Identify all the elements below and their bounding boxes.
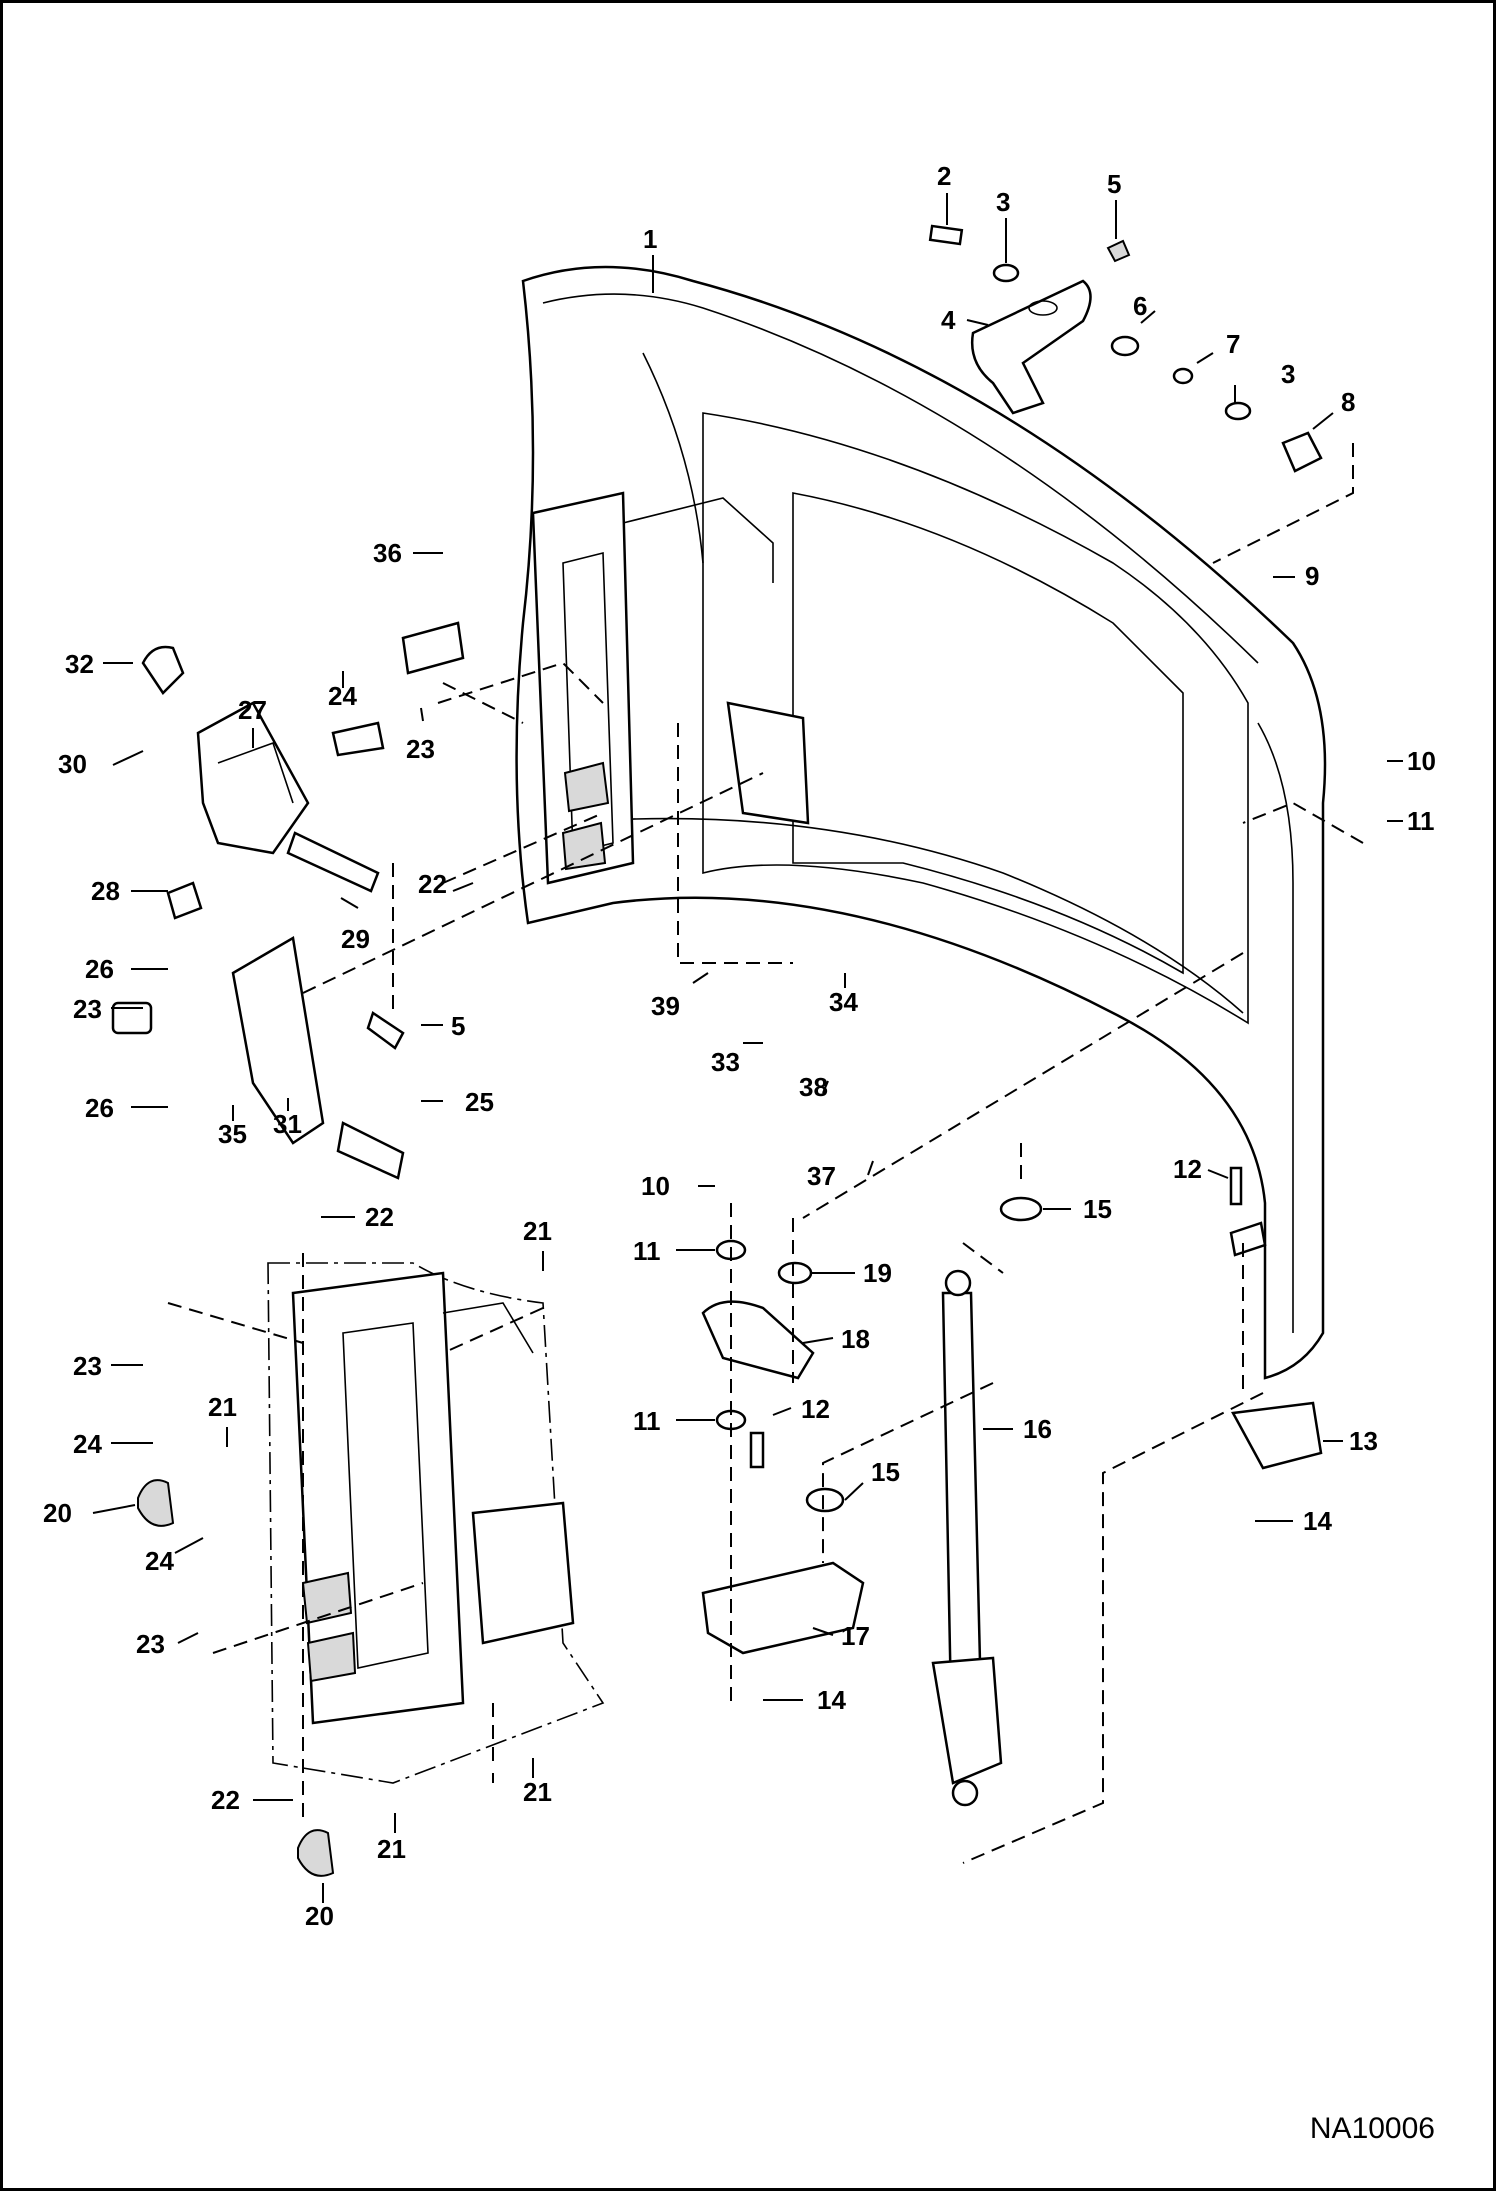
callout-14b: 14: [817, 1685, 846, 1715]
callout-31: 31: [273, 1109, 302, 1139]
callout-12: 12: [1173, 1154, 1202, 1184]
rubber-bumpers: [137, 1479, 335, 1877]
callout-15b: 15: [871, 1457, 900, 1487]
callout-11c: 11: [633, 1406, 661, 1436]
callout-26: 26: [85, 954, 114, 984]
callout-26b: 26: [85, 1093, 114, 1123]
callout-11b: 11: [633, 1236, 661, 1266]
callout-38: 38: [799, 1072, 828, 1102]
callout-20b: 20: [305, 1901, 334, 1931]
callout-33: 33: [711, 1047, 740, 1077]
callout-18: 18: [841, 1324, 870, 1354]
callout-24b: 24: [73, 1429, 102, 1459]
callout-20: 20: [43, 1498, 72, 1528]
gas-strut: [931, 1269, 1003, 1807]
callout-39: 39: [651, 991, 680, 1021]
callout-22c: 22: [211, 1785, 240, 1815]
callout-21b: 21: [208, 1392, 237, 1422]
callout-3b: 3: [1281, 359, 1295, 389]
callout-24c: 24: [145, 1546, 174, 1576]
document-code: NA10006: [1309, 2112, 1435, 2145]
callout-8: 8: [1341, 387, 1355, 417]
hinge-parts: [701, 1166, 1323, 1655]
callout-37: 37: [807, 1161, 836, 1191]
callout-29: 29: [341, 924, 370, 954]
callout-9: 9: [1305, 561, 1319, 591]
callout-23: 23: [406, 734, 435, 764]
hood-frame-lower-view: [267, 1262, 605, 1784]
callout-23d: 23: [136, 1629, 165, 1659]
assembly-lines: [167, 443, 1364, 1864]
callout-15: 15: [1083, 1194, 1112, 1224]
callout-19: 19: [863, 1258, 892, 1288]
callout-24: 24: [328, 681, 357, 711]
callout-11: 11: [1407, 806, 1435, 836]
callout-labels: 1 2 3 3 4 5 5 6 7 8 9 10 10: [43, 161, 1436, 1931]
callout-10: 10: [1407, 746, 1436, 776]
callout-6: 6: [1133, 291, 1147, 321]
callout-5b: 5: [451, 1011, 465, 1041]
exploded-parts-drawing: 1 2 3 3 4 5 5 6 7 8 9 10 10: [43, 161, 1436, 1931]
callout-10b: 10: [641, 1171, 670, 1201]
callout-12b: 12: [801, 1394, 830, 1424]
callout-23b: 23: [73, 994, 102, 1024]
callout-27: 27: [238, 695, 267, 725]
callout-1: 1: [643, 224, 657, 254]
latch-assembly: [111, 621, 465, 1180]
callout-25: 25: [465, 1087, 494, 1117]
callout-35: 35: [218, 1119, 247, 1149]
callout-21: 21: [523, 1216, 552, 1246]
callout-16: 16: [1023, 1414, 1052, 1444]
callout-28: 28: [91, 876, 120, 906]
callout-2: 2: [937, 161, 951, 191]
callout-21c: 21: [523, 1777, 552, 1807]
callout-36: 36: [373, 538, 402, 568]
callout-22: 22: [418, 869, 447, 899]
callout-14: 14: [1303, 1506, 1332, 1536]
callout-5: 5: [1107, 169, 1121, 199]
callout-7: 7: [1226, 329, 1240, 359]
callout-17: 17: [841, 1621, 870, 1651]
hood-inner-bracket: [531, 491, 810, 885]
callout-13: 13: [1349, 1426, 1378, 1456]
callout-30: 30: [58, 749, 87, 779]
hood-panel: [515, 265, 1327, 1380]
callout-23c: 23: [73, 1351, 102, 1381]
hinge-plate-assembly: [928, 224, 1323, 473]
callout-22b: 22: [365, 1202, 394, 1232]
callout-21d: 21: [377, 1834, 406, 1864]
callout-34: 34: [829, 987, 858, 1017]
callout-32: 32: [65, 649, 94, 679]
callout-3: 3: [996, 187, 1010, 217]
callout-4: 4: [941, 305, 956, 335]
